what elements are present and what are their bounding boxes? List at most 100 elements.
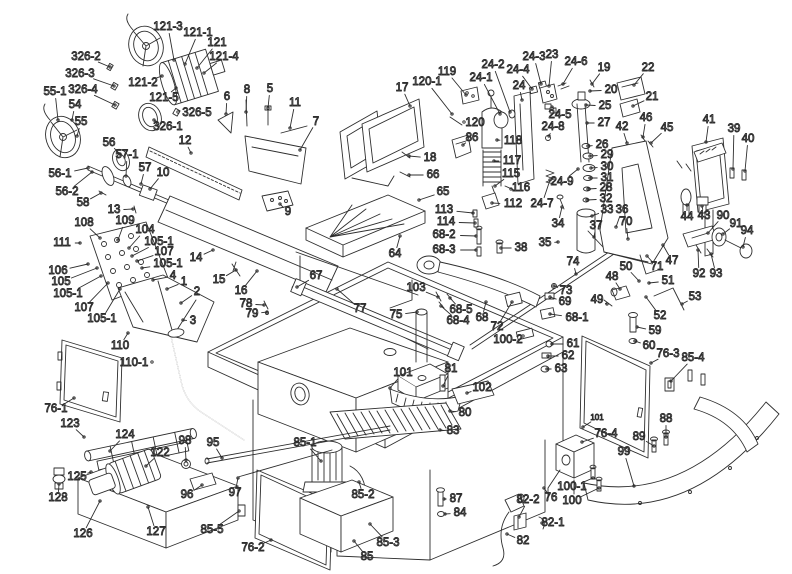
leader-dot bbox=[415, 310, 419, 314]
part-label-58: 58 bbox=[77, 197, 90, 209]
leader-line bbox=[710, 253, 715, 269]
part-label-90: 90 bbox=[717, 210, 730, 222]
leader-line bbox=[225, 103, 228, 115]
leader-dot bbox=[520, 98, 524, 102]
leader-line bbox=[630, 272, 640, 282]
leader-line bbox=[267, 95, 270, 109]
leader-dot bbox=[448, 409, 452, 413]
hopper-drawing bbox=[117, 274, 215, 343]
part-label-9: 9 bbox=[285, 206, 291, 218]
leader-dot bbox=[618, 287, 622, 291]
leader-line bbox=[568, 168, 579, 177]
part-label-33: 33 bbox=[601, 204, 614, 216]
part-label-128: 128 bbox=[48, 492, 67, 504]
leader-dot bbox=[561, 82, 565, 86]
part-label-91: 91 bbox=[730, 218, 743, 230]
leader-line bbox=[625, 457, 635, 487]
leader-line bbox=[626, 228, 629, 240]
part-label-83: 83 bbox=[447, 425, 460, 437]
leader-dot bbox=[408, 104, 412, 108]
handwheel-top-drawing bbox=[126, 13, 164, 67]
part-label-50: 50 bbox=[620, 261, 633, 273]
leader-dot bbox=[148, 187, 152, 191]
leader-dot bbox=[547, 84, 551, 88]
leader-line bbox=[732, 135, 735, 170]
leader-line bbox=[707, 221, 719, 234]
leader-dot bbox=[335, 287, 339, 291]
leader-dot bbox=[550, 105, 554, 109]
door-76-3-drawing bbox=[579, 335, 651, 459]
leader-dot bbox=[108, 65, 112, 69]
leader-line bbox=[623, 132, 628, 144]
leader-line bbox=[440, 305, 452, 316]
leader-dot bbox=[146, 505, 150, 509]
leader-dot bbox=[224, 112, 228, 116]
leader-dot bbox=[112, 84, 116, 88]
leader-dot bbox=[471, 211, 475, 215]
part-label-19: 19 bbox=[598, 62, 611, 74]
leader-line bbox=[456, 210, 474, 214]
part-label-96: 96 bbox=[181, 489, 194, 501]
part-label-56-2: 56-2 bbox=[55, 186, 78, 198]
part-label-114: 114 bbox=[437, 216, 456, 228]
leader-dot bbox=[236, 476, 240, 480]
part-label-121-5: 121-5 bbox=[149, 92, 178, 104]
leader-line bbox=[225, 269, 237, 277]
leader-dot bbox=[181, 318, 185, 322]
grate-drawing bbox=[329, 402, 462, 440]
part-label-13: 13 bbox=[108, 204, 121, 216]
part-label-115: 115 bbox=[502, 168, 520, 180]
leader-dot bbox=[295, 285, 299, 289]
leader-line bbox=[184, 447, 187, 461]
leader-line bbox=[310, 448, 322, 462]
part-label-53: 53 bbox=[689, 291, 702, 303]
part-label-100: 100 bbox=[562, 495, 581, 507]
leader-line bbox=[418, 194, 435, 201]
part-label-106: 106 bbox=[48, 265, 67, 277]
leader-line bbox=[431, 87, 453, 115]
part-label-66: 66 bbox=[427, 169, 440, 181]
part-label-85-1: 85-1 bbox=[293, 437, 316, 449]
part-label-68-4: 68-4 bbox=[446, 315, 470, 327]
leader-line bbox=[705, 126, 709, 143]
leader-line bbox=[458, 222, 476, 224]
part-label-113: 113 bbox=[435, 204, 453, 216]
part-label-32: 32 bbox=[600, 193, 613, 205]
part-label-24-9: 24-9 bbox=[550, 176, 573, 188]
part-label-31: 31 bbox=[601, 172, 614, 184]
leader-line bbox=[180, 295, 193, 304]
leader-line bbox=[562, 67, 573, 85]
part-label-101: 101 bbox=[590, 413, 604, 422]
leader-line bbox=[580, 487, 600, 497]
leader-dot bbox=[234, 268, 238, 272]
leader-line bbox=[405, 311, 418, 315]
part-label-21: 21 bbox=[646, 91, 659, 103]
leader-line bbox=[581, 437, 594, 443]
leader-dot bbox=[641, 135, 645, 139]
leader-dot bbox=[540, 521, 544, 525]
leader-dot bbox=[244, 110, 248, 114]
leader-dot bbox=[614, 225, 618, 229]
leader-line bbox=[289, 108, 295, 129]
leader-dot bbox=[176, 110, 180, 114]
part-label-52: 52 bbox=[654, 310, 667, 322]
part-label-100-2: 100-2 bbox=[493, 334, 522, 346]
shaft-assembly-drawing bbox=[87, 148, 177, 208]
part-label-55-1: 55-1 bbox=[43, 86, 66, 98]
part-label-107: 107 bbox=[154, 246, 173, 258]
leader-dot bbox=[450, 112, 454, 116]
leader-dot bbox=[490, 201, 494, 205]
leader-line bbox=[553, 285, 559, 288]
part-label-105-1: 105-1 bbox=[53, 288, 82, 300]
bolts-front-drawing bbox=[436, 487, 445, 517]
fence-drawing bbox=[339, 98, 425, 187]
leader-line bbox=[589, 90, 602, 92]
leader-dot bbox=[368, 522, 372, 526]
leader-dot bbox=[560, 205, 564, 209]
leader-dot bbox=[139, 182, 143, 186]
leader-dot bbox=[548, 178, 552, 182]
leader-dot bbox=[492, 159, 496, 163]
part-label-18: 18 bbox=[424, 152, 437, 164]
leader-dot bbox=[113, 103, 117, 107]
